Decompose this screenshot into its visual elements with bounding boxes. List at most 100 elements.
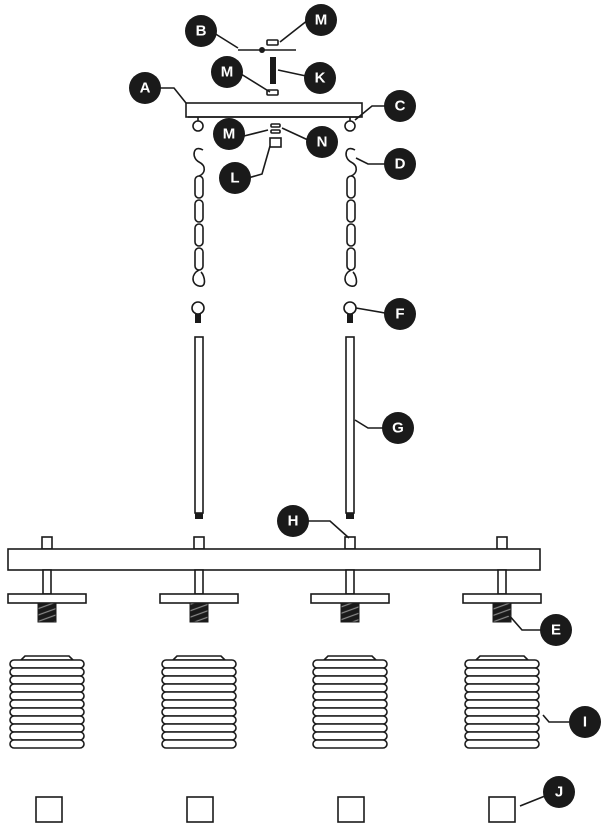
eye-bolt-right xyxy=(343,301,357,323)
shade-rib xyxy=(161,675,237,685)
nut-part-m-top xyxy=(266,39,279,46)
socket xyxy=(462,569,542,623)
socket-stem xyxy=(42,569,52,595)
callout-c: C xyxy=(384,90,416,122)
callout-l: L xyxy=(219,162,251,194)
shade-rib xyxy=(161,659,237,669)
shade-rib xyxy=(312,707,388,717)
shade xyxy=(161,655,237,749)
stud-4 xyxy=(496,536,508,550)
svg-text:J: J xyxy=(555,784,563,801)
shade-rib xyxy=(464,683,540,693)
svg-text:M: M xyxy=(221,64,234,81)
shade-rib xyxy=(161,699,237,709)
socket-stem xyxy=(345,569,355,595)
socket-cup xyxy=(159,593,239,604)
shade-rib xyxy=(312,659,388,669)
socket-thread xyxy=(189,602,209,623)
chain-link xyxy=(194,247,204,271)
eye-bolt-left xyxy=(191,301,205,323)
main-body-part-h xyxy=(7,536,541,571)
shade-rib xyxy=(161,715,237,725)
callout-m-bottom: M xyxy=(213,118,245,150)
top-hardware xyxy=(238,39,296,96)
shade-rib xyxy=(312,739,388,749)
shade-rib xyxy=(9,723,85,733)
bulb-3 xyxy=(337,796,365,823)
shade-rib xyxy=(9,739,85,749)
shade-rib xyxy=(464,667,540,677)
shade-rib xyxy=(161,723,237,733)
shade-group xyxy=(9,655,540,749)
chain-link xyxy=(346,223,356,247)
svg-text:L: L xyxy=(230,170,239,187)
shade-rib xyxy=(464,659,540,669)
svg-text:B: B xyxy=(196,23,207,40)
svg-text:K: K xyxy=(315,70,326,87)
shade-rib xyxy=(312,691,388,701)
shade-rib xyxy=(9,707,85,717)
callout-m-middle: M xyxy=(211,56,243,88)
chain-link xyxy=(346,175,356,199)
callout-e: E xyxy=(540,614,572,646)
shade xyxy=(312,655,388,749)
s-hook-top xyxy=(345,147,358,177)
body-bar xyxy=(7,548,541,571)
shade-rib xyxy=(464,707,540,717)
socket-cup xyxy=(310,593,390,604)
s-hook-top xyxy=(193,147,206,177)
socket xyxy=(310,569,390,623)
shade-rib xyxy=(464,739,540,749)
callout-j: J xyxy=(543,776,575,808)
callout-m-top: M xyxy=(305,4,337,36)
shade-rib xyxy=(9,691,85,701)
callout-f: F xyxy=(384,298,416,330)
chain-link xyxy=(194,175,204,199)
svg-text:H: H xyxy=(288,513,299,530)
chain-link xyxy=(346,247,356,271)
stud-3 xyxy=(344,536,356,550)
socket-cup xyxy=(462,593,542,604)
shade-rib xyxy=(312,715,388,725)
socket-thread xyxy=(492,602,512,623)
shade-rib xyxy=(161,667,237,677)
shade-rib xyxy=(9,715,85,725)
shade-rib xyxy=(312,731,388,741)
threaded-nipple-part-k xyxy=(270,57,276,84)
shade-rib xyxy=(161,683,237,693)
socket xyxy=(159,569,239,623)
chain-right xyxy=(344,147,358,287)
callout-n: N xyxy=(306,126,338,158)
svg-text:E: E xyxy=(551,622,561,639)
callout-h: H xyxy=(277,505,309,537)
callout-a: A xyxy=(129,72,161,104)
s-hook-bottom xyxy=(344,269,358,287)
crossbar-screw xyxy=(259,47,265,53)
svg-text:M: M xyxy=(315,12,328,29)
shade-rib xyxy=(9,699,85,709)
chain-link xyxy=(346,199,356,223)
svg-text:C: C xyxy=(395,98,406,115)
shade-rib xyxy=(9,659,85,669)
shade-rib xyxy=(9,683,85,693)
shade-rib xyxy=(312,699,388,709)
bulb-group xyxy=(35,796,516,823)
shade-rib xyxy=(161,731,237,741)
callout-i: I xyxy=(569,706,601,738)
shade-rib xyxy=(464,723,540,733)
shade-rib xyxy=(9,731,85,741)
shade-rib xyxy=(9,667,85,677)
shade-rib xyxy=(161,707,237,717)
callout-d: D xyxy=(384,148,416,180)
canopy-part-a xyxy=(185,102,363,118)
socket-group xyxy=(7,569,542,623)
shade-rib xyxy=(312,683,388,693)
socket-stem xyxy=(194,569,204,595)
washer-part-n xyxy=(270,123,281,134)
callout-b: B xyxy=(185,15,217,47)
shade xyxy=(9,655,85,749)
chain-link xyxy=(194,199,204,223)
block-part-l xyxy=(269,137,282,148)
